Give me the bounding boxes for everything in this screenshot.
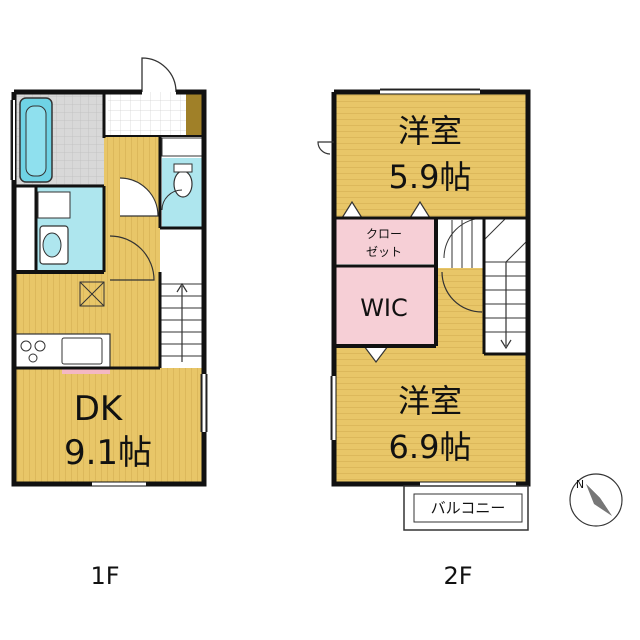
- closet-area: [334, 218, 436, 264]
- refrigerator-space: [79, 281, 105, 307]
- washing-machine-space: [37, 191, 71, 219]
- exterior-vent: [317, 141, 334, 155]
- floor-label-2f: 2F: [443, 562, 472, 590]
- shoe-cabinet: [186, 92, 204, 136]
- dk-door[interactable]: [109, 235, 155, 281]
- entrance-door[interactable]: [141, 57, 177, 93]
- north-label: N: [576, 478, 584, 491]
- closet-door-left[interactable]: [341, 200, 363, 219]
- walls-1f: [11, 89, 207, 487]
- kitchen-sink: [61, 337, 103, 365]
- wic-area: [334, 266, 436, 346]
- compass-icon: N: [569, 473, 623, 527]
- hall-door[interactable]: [119, 177, 159, 217]
- storage: [161, 137, 205, 157]
- dk-room-name: DK: [74, 389, 124, 429]
- room-lower-name: 洋室: [398, 382, 462, 420]
- dk-room-size: 9.1帖: [64, 433, 152, 473]
- closet-label-line1: クロー: [366, 227, 402, 241]
- entrance-floor: [108, 92, 186, 136]
- room-upper-floor: [334, 92, 528, 218]
- toilet: [173, 170, 193, 198]
- wic-door[interactable]: [363, 345, 389, 363]
- floor-label-1f: 1F: [90, 562, 119, 590]
- closet-door-right[interactable]: [409, 200, 431, 219]
- balcony-label: バルコニー: [431, 499, 506, 517]
- wic-label: WIC: [360, 294, 408, 322]
- stove: [20, 340, 32, 352]
- room-upper-name: 洋室: [398, 112, 462, 150]
- room-lower-size: 6.9帖: [389, 428, 472, 466]
- room-lower-floor: [334, 346, 528, 484]
- toilet-door[interactable]: [161, 189, 183, 211]
- lower-room-door[interactable]: [441, 271, 483, 313]
- first-floor-plan: [10, 57, 208, 487]
- closet-label-line2: ゼット: [366, 245, 402, 259]
- second-floor-plan: [317, 88, 531, 531]
- room-upper-size: 5.9帖: [389, 158, 472, 196]
